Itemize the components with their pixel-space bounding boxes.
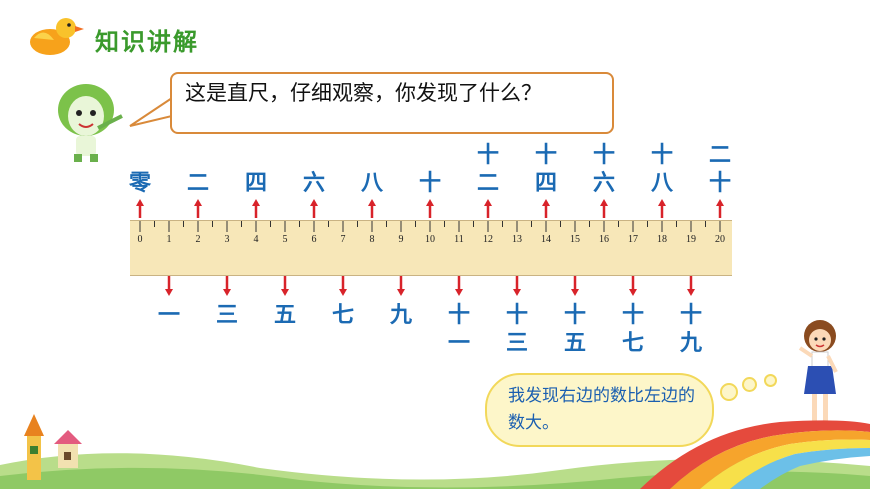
ruler-tick-label: 0 (137, 234, 143, 245)
number-name-char: 五 (273, 303, 296, 328)
number-name-char: 六 (302, 171, 325, 196)
arrow-up-head (194, 199, 202, 206)
number-name-char: 二 (476, 171, 499, 196)
arrow-down-head (571, 289, 579, 296)
number-name-char: 一 (447, 331, 470, 356)
number-name-char: 一 (157, 303, 180, 328)
arrow-down-head (165, 289, 173, 296)
thought-dot (764, 374, 777, 387)
ruler-tick-label: 7 (340, 234, 346, 245)
ruler-tick-label: 14 (541, 234, 551, 245)
number-name-char: 十 (505, 303, 528, 328)
question-bubble (170, 72, 614, 134)
number-name-char: 二 (708, 143, 731, 168)
number-name-char: 十 (563, 303, 586, 328)
ruler-tick-label: 12 (483, 234, 493, 245)
arrow-up-head (716, 199, 724, 206)
number-name-char: 五 (563, 331, 586, 356)
ruler-tick-label: 20 (715, 234, 725, 245)
ruler-tick-label: 4 (253, 234, 259, 245)
ruler-tick-label: 2 (195, 234, 201, 245)
arrow-down-head (513, 289, 521, 296)
arrow-down-head (397, 289, 405, 296)
duck-logo-icon (30, 18, 84, 55)
number-name-char: 十 (418, 171, 441, 196)
arrow-up-head (600, 199, 608, 206)
rainbow-landscape (0, 420, 870, 489)
arrow-down-head (687, 289, 695, 296)
arrow-down-head (281, 289, 289, 296)
question-text: 这是直尺，仔细观察，你发现了什么？ (185, 81, 542, 105)
number-name-char: 四 (244, 171, 267, 196)
ruler (130, 220, 732, 276)
ruler-tick-label: 17 (628, 234, 638, 245)
number-name-char: 四 (534, 171, 557, 196)
ruler-tick-label: 8 (369, 234, 375, 245)
arrow-up-head (426, 199, 434, 206)
ruler-tick-label: 6 (311, 234, 317, 245)
number-name-char: 十 (447, 303, 470, 328)
arrow-down-head (339, 289, 347, 296)
number-name-char: 十 (592, 143, 615, 168)
arrow-down-head (223, 289, 231, 296)
girl-character-icon (798, 320, 838, 427)
ruler-tick-label: 19 (686, 234, 696, 245)
number-name-char: 十 (534, 143, 557, 168)
thought-dot (742, 377, 757, 392)
arrow-down-head (455, 289, 463, 296)
arrow-up-head (658, 199, 666, 206)
ruler-tick-label: 9 (398, 234, 404, 245)
tower-house-icon (24, 414, 82, 480)
number-name-char: 零 (128, 171, 151, 196)
ruler-tick-label: 10 (425, 234, 435, 245)
number-name-char: 三 (215, 303, 238, 328)
thought-dot (720, 383, 738, 401)
number-name-char: 三 (505, 331, 528, 356)
ruler-tick-label: 18 (657, 234, 667, 245)
arrow-up-head (310, 199, 318, 206)
ruler-tick-label: 15 (570, 234, 580, 245)
ruler-tick-label: 5 (282, 234, 288, 245)
arrow-up-head (368, 199, 376, 206)
thought-bubble (485, 373, 714, 447)
number-name-char: 九 (679, 331, 702, 356)
number-name-char: 十 (708, 171, 731, 196)
cabbage-character-icon (58, 84, 123, 162)
number-name-char: 九 (389, 303, 412, 328)
number-name-char: 七 (621, 331, 644, 356)
number-name-char: 八 (650, 171, 673, 196)
arrow-up-head (136, 199, 144, 206)
arrow-up-head (484, 199, 492, 206)
number-name-char: 十 (476, 143, 499, 168)
number-name-char: 二 (186, 171, 209, 196)
ruler-tick-label: 11 (454, 234, 464, 245)
thought-text: 我发现右边的数比左边的数大。 (508, 386, 695, 433)
arrow-up-head (252, 199, 260, 206)
number-name-char: 六 (592, 171, 615, 196)
ruler-tick-label: 16 (599, 234, 609, 245)
ruler-tick-label: 3 (224, 234, 230, 245)
arrow-down-head (629, 289, 637, 296)
number-name-char: 八 (360, 171, 383, 196)
page-title: 知识讲解 (95, 28, 199, 56)
ruler-tick-label: 1 (166, 234, 172, 245)
number-name-char: 七 (331, 303, 354, 328)
number-name-char: 十 (621, 303, 644, 328)
ruler-tick-label: 13 (512, 234, 522, 245)
arrow-up-head (542, 199, 550, 206)
number-name-char: 十 (650, 143, 673, 168)
number-name-char: 十 (679, 303, 702, 328)
